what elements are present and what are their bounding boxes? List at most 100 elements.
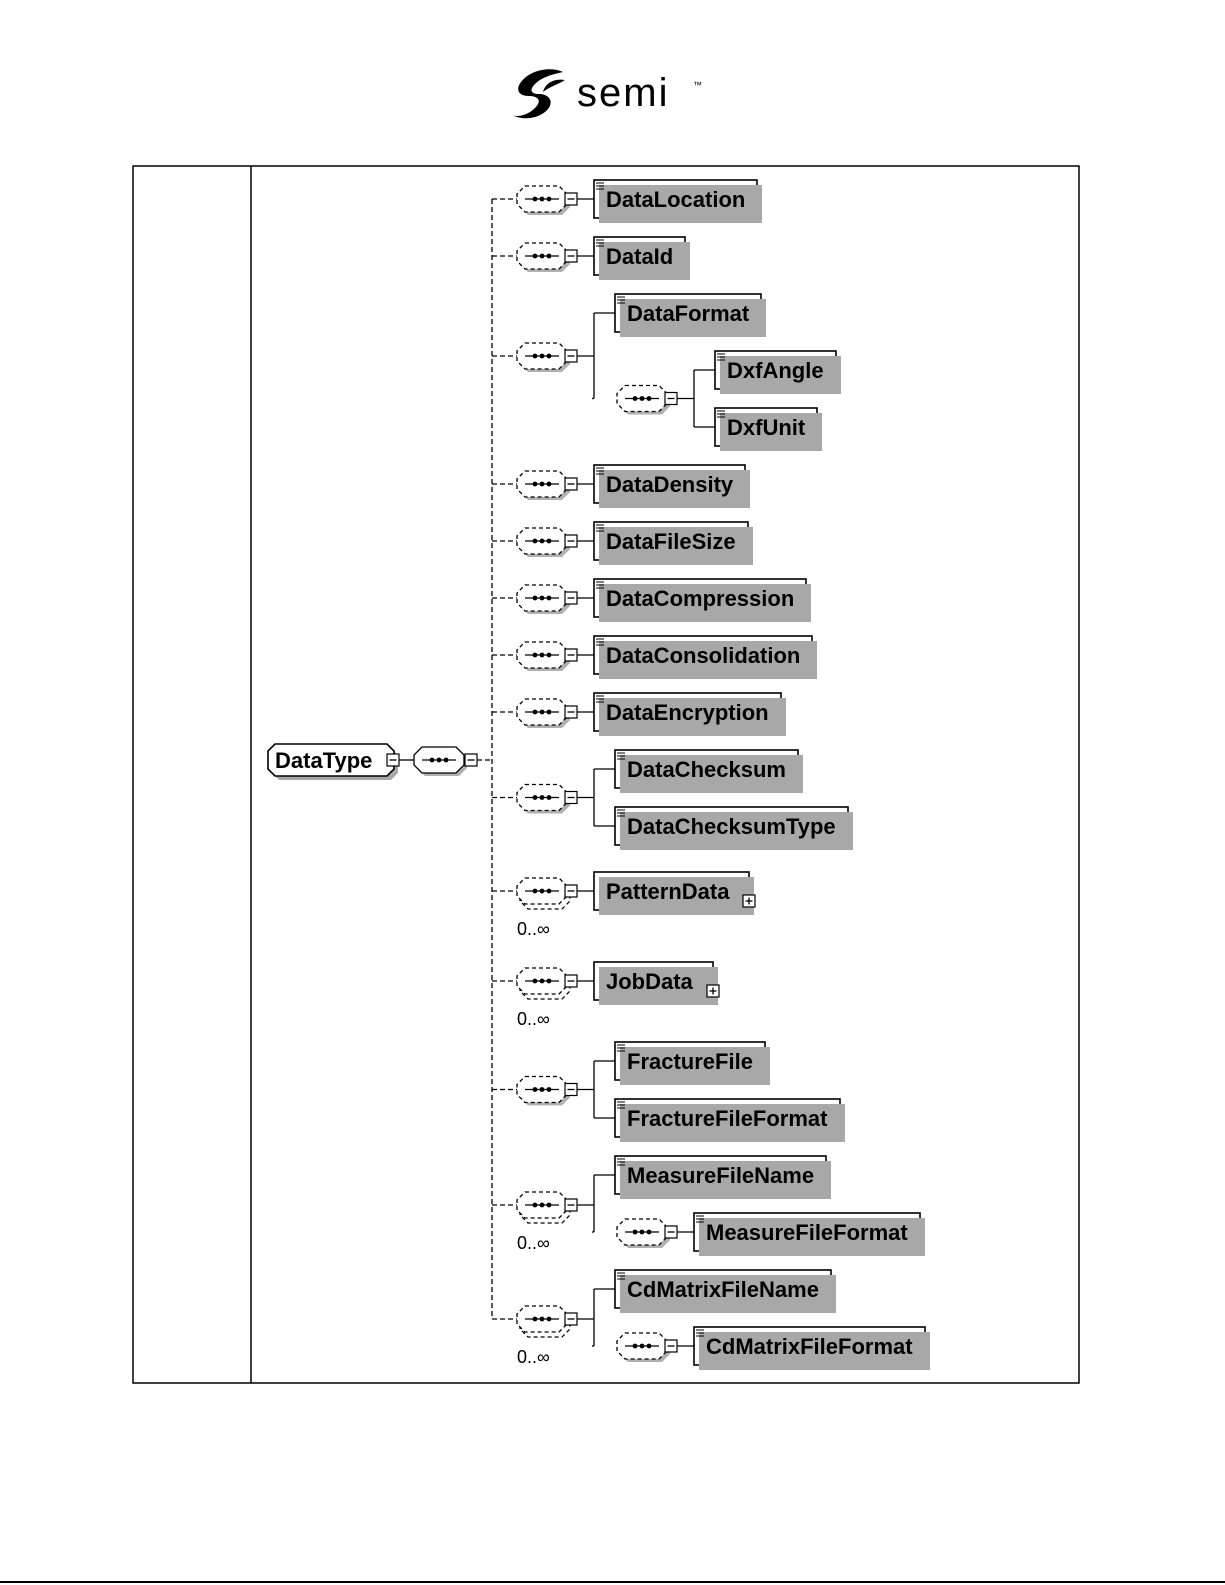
branch-sequence-compositor — [516, 1075, 570, 1106]
sequence-dot — [546, 795, 552, 800]
sequence-dot — [532, 481, 538, 487]
element-shadow — [720, 413, 822, 451]
element-label: DxfUnit — [727, 415, 806, 440]
collapse-icon — [564, 534, 578, 548]
element-dataformat: DataFormat — [614, 293, 766, 337]
sequence-dot — [646, 396, 652, 401]
sequence-dot — [546, 888, 552, 894]
branch-sequence-compositor — [516, 584, 570, 614]
sequence-dot — [539, 1316, 545, 1322]
sequence-dot — [546, 1316, 552, 1322]
element-fracturefile: FractureFile — [614, 1041, 770, 1085]
sequence-dot — [532, 1087, 538, 1092]
element-shadow — [620, 1161, 831, 1199]
element-dataencryption: DataEncryption — [593, 692, 786, 736]
element-datafilesize: DataFileSize — [593, 521, 753, 565]
collapse-icon — [564, 974, 578, 988]
sequence-dot — [539, 253, 545, 259]
sequence-dot — [532, 1202, 538, 1208]
element-shadow — [620, 299, 766, 337]
sequence-dot — [546, 1202, 552, 1208]
sequence-dot — [532, 978, 538, 984]
branch-7 — [492, 698, 594, 728]
element-patterndata: PatternData — [593, 871, 756, 915]
sequence-dot — [532, 538, 538, 544]
element-shadow — [620, 812, 853, 850]
element-fracturefileformat: FractureFileFormat — [614, 1098, 845, 1142]
collapse-icon — [564, 1198, 578, 1212]
branch-sequence-compositor — [516, 967, 571, 1000]
branch-sequence-compositor — [516, 698, 570, 728]
collapse-icon — [564, 648, 578, 662]
sequence-dot — [632, 1229, 638, 1235]
expand-icon — [706, 984, 720, 998]
branch-sequence-compositor — [516, 877, 571, 910]
semi-logo: semi ™ — [511, 69, 702, 119]
sequence-dot — [546, 538, 552, 544]
branch-10: 0..∞ — [492, 967, 594, 1029]
optional-sequence-compositor — [616, 384, 670, 415]
element-jobdata: JobData — [593, 961, 720, 1005]
collapse-icon — [564, 591, 578, 605]
occurrence-label: 0..∞ — [517, 919, 550, 939]
sequence-dot — [546, 481, 552, 487]
element-shadow — [620, 1104, 845, 1142]
element-label: DataFileSize — [606, 529, 736, 554]
element-shadow — [620, 755, 803, 793]
element-cdmatrixfilename: CdMatrixFileName — [614, 1269, 836, 1313]
sequence-dot — [539, 652, 545, 658]
element-dataid: DataId — [593, 236, 690, 280]
element-shadow — [599, 470, 750, 508]
sequence-dot — [539, 795, 545, 800]
element-label: CdMatrixFileName — [627, 1277, 819, 1302]
element-shadow — [599, 698, 786, 736]
sequence-dot — [539, 709, 545, 715]
element-label: DataFormat — [627, 301, 750, 326]
sequence-dot — [532, 595, 538, 601]
root-box — [267, 743, 395, 777]
element-shadow — [599, 527, 753, 565]
sequence-dot — [546, 1087, 552, 1092]
sequence-dot — [646, 1229, 652, 1235]
element-shadow — [620, 1047, 770, 1085]
sequence-dot — [539, 353, 545, 359]
branch-13: 0..∞ — [492, 1288, 694, 1367]
branch-sequence-compositor — [516, 641, 570, 671]
element-datalocation: DataLocation — [593, 179, 762, 223]
element-shadow — [599, 584, 811, 622]
element-shadow — [699, 1332, 930, 1370]
occurrence-label: 0..∞ — [517, 1233, 550, 1253]
sequence-dot — [546, 709, 552, 715]
branch-sequence-compositor — [516, 185, 570, 215]
sequence-dot — [632, 396, 638, 401]
sequence-dot — [532, 888, 538, 894]
branch-0 — [492, 185, 594, 215]
element-shadow — [720, 356, 841, 394]
element-measurefileformat: MeasureFileFormat — [693, 1212, 925, 1256]
element-shadow — [699, 1218, 925, 1256]
element-shadow — [599, 967, 718, 1005]
collapse-icon — [564, 249, 578, 263]
branch-sequence-compositor — [516, 342, 570, 372]
sequence-dot — [532, 353, 538, 359]
page-bottom-rule — [0, 1581, 1225, 1583]
sequence-dot — [546, 595, 552, 601]
element-shadow — [620, 1275, 836, 1313]
occurrence-label: 0..∞ — [517, 1009, 550, 1029]
branch-11 — [492, 1060, 615, 1119]
element-label: DataChecksumType — [627, 814, 836, 839]
sequence-dot — [646, 1343, 652, 1349]
collapse-icon — [664, 391, 678, 406]
occurrence-label: 0..∞ — [517, 1347, 550, 1367]
sequence-dot — [539, 1202, 545, 1208]
sequence-dot — [532, 795, 538, 800]
collapse-icon — [564, 192, 578, 206]
sequence-dot — [539, 888, 545, 894]
sequence-dot — [532, 652, 538, 658]
sequence-dot — [532, 709, 538, 715]
semi-wordmark: semi — [577, 71, 669, 115]
element-cdmatrixfileformat: CdMatrixFileFormat — [693, 1326, 930, 1370]
element-label: DxfAngle — [727, 358, 824, 383]
